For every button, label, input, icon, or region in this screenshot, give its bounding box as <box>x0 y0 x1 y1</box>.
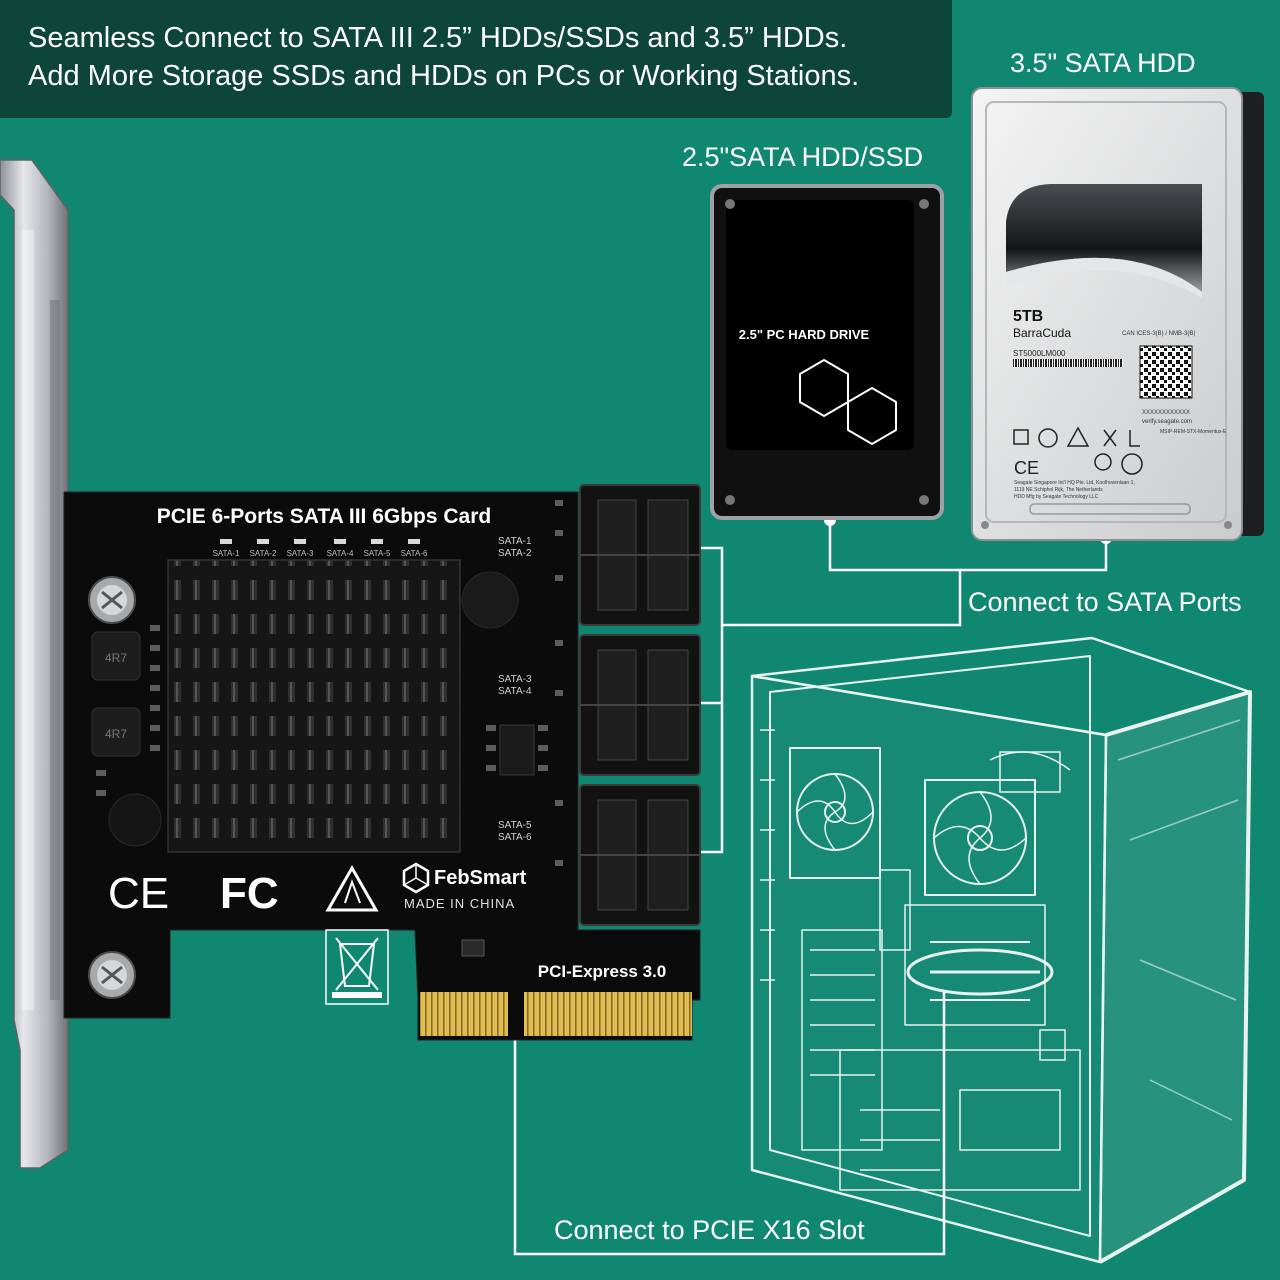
pc-case-drawing <box>750 636 1252 1264</box>
compliance-marks-icon <box>1013 426 1143 475</box>
pcie-gold-fingers <box>420 992 508 1036</box>
heatsink <box>167 559 461 853</box>
smd-components <box>96 500 563 866</box>
svg-text:SATA-3: SATA-3 <box>287 549 314 558</box>
esd-warning-icon <box>325 864 379 912</box>
drive-serial: XXXXXXXXXXXX <box>1142 410 1190 416</box>
inductor: 4R7 <box>91 631 141 681</box>
ce-mark-icon: CE <box>108 869 169 918</box>
drive-label: 2.5" PC HARD DRIVE <box>739 327 870 342</box>
drive-code: MSIP-REM-STX-Momentus-E <box>1160 429 1227 435</box>
drive-site: verify.seagate.com <box>1142 419 1192 425</box>
drive-model: BarraCuda <box>1013 326 1071 340</box>
hdd-3-5-label: 3.5" SATA HDD <box>1010 48 1196 78</box>
interface-label: PCI-Express 3.0 <box>538 962 667 981</box>
hdd-3-5-inch: 5TB BarraCuda CAN ICES-3(B) / NMB-3(B) S… <box>971 87 1264 541</box>
drive-cert: CAN ICES-3(B) / NMB-3(B) <box>1122 331 1195 337</box>
led-labels: SATA-1 SATA-2 SATA-3 SATA-4 SATA-5 SATA-… <box>213 549 428 558</box>
svg-text:SATA-4: SATA-4 <box>327 549 354 558</box>
svg-text:SATA-6: SATA-6 <box>401 549 428 558</box>
controller-chip <box>499 724 535 776</box>
mounting-screw-icon <box>88 951 136 999</box>
sata-expansion-card: 4R7 4R7 <box>63 484 701 1041</box>
svg-text:4R7: 4R7 <box>105 727 127 741</box>
metal-bracket <box>0 159 69 1169</box>
headline-banner: Seamless Connect to SATA III 2.5” HDDs/S… <box>0 0 952 118</box>
svg-text:SATA-5: SATA-5 <box>498 820 532 831</box>
drive-capacity: 5TB <box>1013 308 1043 325</box>
sata-port-5-6[interactable] <box>579 784 701 926</box>
hdd-2-5-inch: 2.5" PC HARD DRIVE <box>710 184 944 520</box>
svg-text:SATA-1: SATA-1 <box>213 549 240 558</box>
inductor: 4R7 <box>91 707 141 757</box>
drive-barcode <box>1013 359 1123 367</box>
headline-line-1: Seamless Connect to SATA III 2.5” HDDs/S… <box>28 22 848 54</box>
brand-name: FebSmart <box>434 867 527 889</box>
weee-bin-icon <box>325 929 389 1005</box>
svg-text:SATA-4: SATA-4 <box>498 686 532 697</box>
svg-text:SATA-1: SATA-1 <box>498 536 532 547</box>
led-indicators <box>220 539 420 544</box>
pcie-slot-callout: Connect to PCIE X16 Slot <box>554 1215 865 1245</box>
hdd-2-5-label: 2.5"SATA HDD/SSD <box>682 142 924 172</box>
pcie-gold-fingers <box>524 992 692 1036</box>
smd-component <box>461 939 485 957</box>
brand-logo-icon <box>402 862 430 894</box>
drive-address-3: HDD Mfg by Seagate Technology LLC <box>1014 494 1099 500</box>
svg-text:SATA-2: SATA-2 <box>250 549 277 558</box>
svg-text:SATA-2: SATA-2 <box>498 548 532 559</box>
qr-code-icon <box>1139 345 1193 399</box>
sata-port-3-4[interactable] <box>579 634 701 776</box>
sata-port-1-2[interactable] <box>579 484 701 626</box>
capacitor <box>108 793 162 847</box>
capacitor <box>461 571 519 629</box>
fcc-mark-icon: FC <box>220 869 279 918</box>
drive-ce-mark-icon: CE <box>1014 458 1039 478</box>
headline-line-2: Add More Storage SSDs and HDDs on PCs or… <box>28 60 860 92</box>
svg-text:SATA-6: SATA-6 <box>498 832 532 843</box>
card-title: PCIE 6-Ports SATA III 6Gbps Card <box>157 505 492 528</box>
svg-text:SATA-3: SATA-3 <box>498 674 532 685</box>
hexagon-graphic <box>799 358 897 446</box>
drive-address-1: Seagate Singapore Int'l HQ Pte. Ltd, Koo… <box>1014 480 1135 486</box>
port-labels: SATA-1 SATA-2 SATA-3 SATA-4 SATA-5 SATA-… <box>498 536 532 843</box>
svg-text:SATA-5: SATA-5 <box>364 549 391 558</box>
sata-ports-callout: Connect to SATA Ports <box>968 587 1242 617</box>
svg-text:4R7: 4R7 <box>105 651 127 665</box>
made-in-label: MADE IN CHINA <box>404 896 515 911</box>
connector-lines <box>513 520 1108 1256</box>
drive-address-2: 1119 NE Schiphol Rijk, The Netherlands <box>1014 487 1103 493</box>
mounting-screw-icon <box>88 576 136 624</box>
drive-part-number: ST5000LM000 <box>1013 349 1066 358</box>
